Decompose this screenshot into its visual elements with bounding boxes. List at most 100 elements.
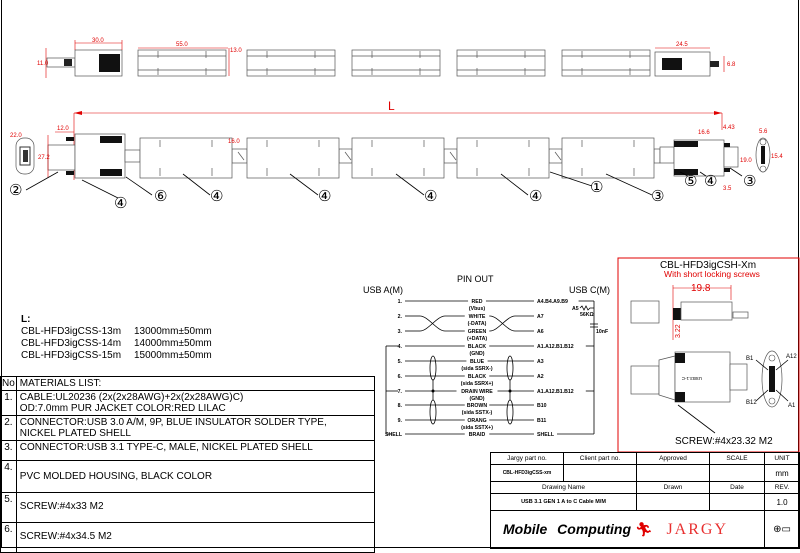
- molded-housing: [351, 49, 441, 77]
- wire-color: BRAID: [469, 432, 486, 438]
- usb-a-pin: 3.: [398, 329, 403, 335]
- wire-color: ORANG: [467, 418, 486, 424]
- pin-a1: A1: [788, 403, 796, 409]
- item-no: 2.: [0, 415, 17, 441]
- wire-color: BLACK: [468, 374, 486, 380]
- item-no: 3.: [0, 440, 17, 461]
- drawn-label: Drawn: [636, 481, 710, 494]
- molded-housing: [351, 137, 458, 179]
- client-part-value: [563, 464, 637, 482]
- resistor-pin-label: A5: [572, 306, 579, 312]
- dim-19-8: 19.8: [691, 283, 711, 294]
- main-housings: [139, 137, 667, 179]
- dim-12: 12.0: [57, 126, 69, 132]
- usb-a-overmold: [47, 133, 141, 179]
- usb-c-pin: B10: [537, 403, 547, 409]
- wire-signal: (Vbus): [469, 306, 485, 312]
- balloon-4: ③: [651, 187, 664, 205]
- length-label: L: [388, 99, 395, 113]
- dim-13: 13.0: [230, 48, 242, 54]
- connector-mark: USB3.1-C: [681, 376, 702, 381]
- approved-value: [636, 464, 710, 482]
- dim-11: 11.0: [37, 61, 49, 67]
- molded-housing: [561, 49, 651, 77]
- table-row: 3.CONNECTOR:USB 3.1 TYPE-C, MALE, NICKEL…: [0, 440, 376, 461]
- usb-a-pin: SHELL: [385, 432, 403, 438]
- dim-30: 30.0: [92, 38, 104, 44]
- unit-value: mm: [764, 464, 800, 482]
- no-header: No: [0, 376, 17, 391]
- dim-24-5: 24.5: [676, 42, 688, 48]
- wire-color: GREEN: [468, 329, 487, 335]
- date-label: Date: [709, 481, 765, 494]
- balloon-2: ②: [9, 181, 22, 199]
- molded-housing: [137, 49, 227, 77]
- variant-title: CBL-HFD3igCSH-Xm: [660, 260, 756, 271]
- molded-housing: [139, 137, 248, 179]
- item-no: 6.: [0, 522, 17, 553]
- balloon-4: ④: [318, 187, 331, 205]
- usb-c-pin: A1.A12.B1.B12: [537, 389, 574, 395]
- unit-label: UNIT: [764, 452, 800, 465]
- length-part: CBL-HFD3igCSS-14m: [21, 338, 122, 349]
- dim-22: 22.0: [10, 133, 22, 139]
- wire-color: WHITE: [469, 314, 486, 320]
- drawing-name-label: Drawing Name: [490, 481, 637, 494]
- item-line: OD:7.0mm PUR JACKET COLOR:RED LILAC: [19, 403, 226, 414]
- wire-color: BLUE: [470, 359, 485, 365]
- table-row: 4.PVC MOLDED HOUSING, BLACK COLOR: [0, 460, 376, 493]
- pin-a12: A12: [786, 354, 797, 360]
- item-desc: CONNECTOR:USB 3.1 TYPE-C, MALE, NICKEL P…: [15, 440, 376, 461]
- wire-color: RED: [472, 299, 483, 305]
- dim-16: 16.0: [228, 139, 240, 145]
- usb-a-connector-top: [46, 49, 123, 77]
- logo-computing: Computing: [557, 520, 632, 537]
- length-part: CBL-HFD3igCSS-13m: [21, 326, 122, 337]
- length-heading: L:: [21, 314, 31, 325]
- usb-a-pin: 6.: [398, 374, 403, 380]
- balloon-4: ④: [704, 172, 717, 190]
- wire-color: BLACK: [468, 344, 486, 350]
- balloon-4: ④: [210, 187, 223, 205]
- logo-mobile: Mobile: [503, 520, 548, 537]
- runner-icon: 🏃︎: [634, 520, 653, 537]
- usb-c-pin: A3: [537, 359, 544, 365]
- variant-end-view: [755, 350, 789, 408]
- balloon-6: ⑥: [154, 187, 167, 205]
- wire-signal: (GND): [470, 351, 485, 357]
- date-value: [709, 493, 765, 511]
- dim-6-8: 6.8: [727, 62, 736, 68]
- usb-a-pin: 9.: [398, 418, 403, 424]
- wire-signal: (GND): [470, 396, 485, 402]
- usb-c-pin: SHELL: [537, 432, 555, 438]
- wire-signal: (sida SSTX+): [461, 425, 493, 431]
- usb-c-pin: A7: [537, 314, 544, 320]
- logo-area: Mobile Computing 🏃︎ JARGY: [490, 510, 765, 549]
- pinout-row: SHELL BRAID SHELL: [385, 432, 594, 438]
- dim-55: 55.0: [176, 42, 188, 48]
- molded-housing: [456, 49, 546, 77]
- item-line: CABLE:UL20236 (2x(2x28AWG)+2x(2x28AWG)C): [19, 392, 244, 403]
- dim-3-5: 3.5: [723, 186, 732, 192]
- dim-16-6: 16.6: [698, 130, 710, 136]
- scale-value: [709, 464, 765, 482]
- projection-symbol-icon: ⊕▭: [764, 510, 800, 549]
- resistor-value: 56KΩ: [580, 312, 594, 318]
- usb-c-pin: A2: [537, 374, 544, 380]
- usb-c-connector-top: [654, 51, 719, 77]
- balloon-3: ③: [743, 172, 756, 190]
- item-line: NICKEL PLATED SHELL: [19, 428, 131, 439]
- balloon-1: ①: [590, 178, 603, 196]
- balloon-4: ④: [529, 187, 542, 205]
- variant-connector-side-view: USB3.1-C: [630, 351, 748, 403]
- usb-a-pin: 1.: [398, 299, 403, 305]
- pin-b12: B12: [746, 400, 757, 406]
- client-part-label: Client part no.: [563, 452, 637, 465]
- pinout-title: PIN OUT: [457, 274, 494, 284]
- wire-signal: (sida SSRX+): [461, 381, 494, 387]
